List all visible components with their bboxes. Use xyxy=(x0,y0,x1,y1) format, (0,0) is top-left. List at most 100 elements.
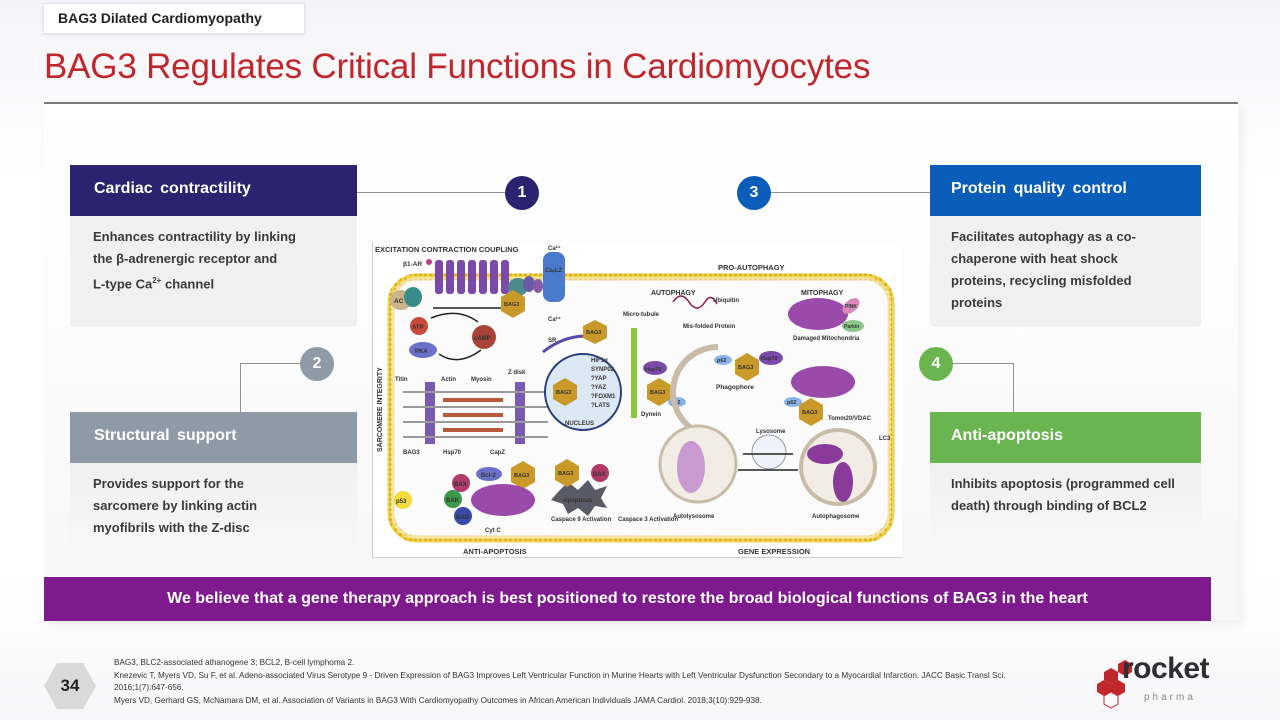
card-header: Cardiac contractility xyxy=(70,165,357,216)
label-mitophagy: MITOPHAGY xyxy=(801,290,844,297)
label-myosin: Myosin xyxy=(471,377,492,383)
label-titin: Titin xyxy=(395,377,408,383)
gene-label: ?LATS xyxy=(591,403,610,409)
label-parkin: Parkin xyxy=(844,324,859,330)
bak-protein xyxy=(444,490,462,508)
label-actin: Actin xyxy=(441,377,456,383)
nucleus xyxy=(544,353,622,431)
hexagon-cluster-icon xyxy=(1097,660,1132,709)
label-pka: PKA xyxy=(415,349,428,355)
label-bad: BAD xyxy=(456,515,470,521)
label-ca-top: Ca²⁺ xyxy=(548,245,561,252)
card-header: Protein quality control xyxy=(930,165,1201,216)
beta1-ar-receptor xyxy=(426,259,509,294)
label-sarcomere-integrity: SARCOMERE INTEGRITY xyxy=(377,367,384,452)
label-misfolded: Mis-folded Protein xyxy=(683,324,736,330)
label-nucleus: NUCLEUS xyxy=(565,421,594,427)
misfolded-protein xyxy=(672,295,718,309)
label-bax: BAX xyxy=(454,482,467,488)
card-body-line: Enhances contractility by linking xyxy=(93,229,296,244)
label-autophagosome: Autophagosome xyxy=(812,514,860,520)
number-badge-1: 1 xyxy=(505,176,539,210)
apoptosis-burst xyxy=(551,480,607,516)
page-number: 34 xyxy=(44,663,96,709)
pink-protein xyxy=(842,298,860,314)
parkin-protein xyxy=(842,320,864,332)
label-atp: ATP xyxy=(412,325,424,331)
digested-mitochondria xyxy=(677,441,705,493)
card-body: Enhances contractility by linking the β-… xyxy=(70,216,357,327)
card-header: Structural support xyxy=(70,412,357,463)
lysosome xyxy=(751,434,787,470)
camp-molecule xyxy=(472,325,496,349)
label-camp: cAMP xyxy=(474,336,491,342)
label-autophagy: AUTOPHAGY xyxy=(651,290,696,297)
superscript: 2+ xyxy=(152,276,162,285)
label-bag3: BAG3 xyxy=(586,330,601,336)
gene-label: HIF1α xyxy=(591,358,608,364)
label-cav12: CaᵥL2 xyxy=(545,268,563,274)
footnote: Knezevic T, Myers VD, Su F, et al. Adeno… xyxy=(114,670,1006,693)
label-lysosome: Lysosome xyxy=(756,429,786,435)
mitochondria xyxy=(833,462,853,502)
gene-label: ?YAZ xyxy=(591,385,606,391)
label-damaged-mito: Damaged Mitochondria xyxy=(793,336,860,342)
card-body: Inhibits apoptosis (programmed cell deat… xyxy=(930,463,1201,541)
mitochondria xyxy=(807,444,843,464)
label-b1ar: β1-AR xyxy=(403,261,422,268)
card-body-line: the β-adrenergic receptor and xyxy=(93,251,278,266)
g-alpha-s xyxy=(404,287,422,307)
g-protein-gamma xyxy=(533,279,543,293)
label-bag3-sarcomere: BAG3 xyxy=(403,450,420,456)
footnote: BAG3, BLC2-associated athanogene 3; BCL2… xyxy=(114,658,355,667)
label-casp3: Caspace 3 Activation xyxy=(618,517,678,523)
label-zdisk: Z disk xyxy=(508,370,526,376)
sarcomere xyxy=(403,382,548,444)
bax-protein xyxy=(591,464,609,482)
label-bag3: BAG3 xyxy=(650,390,665,396)
bad-protein xyxy=(454,507,472,525)
logo-subtext: pharma xyxy=(1144,692,1196,703)
bcl2-protein xyxy=(476,467,502,481)
hsp70-protein xyxy=(759,351,783,365)
g-protein-beta xyxy=(523,276,535,292)
label-bag3: BAG3 xyxy=(556,390,571,396)
label-sr: SR xyxy=(548,338,557,344)
page-title: BAG3 Regulates Critical Functions in Car… xyxy=(44,47,871,86)
connector-line xyxy=(770,192,930,193)
card-header: Anti-apoptosis xyxy=(930,412,1201,463)
connector-line xyxy=(357,192,505,193)
label-ecc: EXCITATION CONTRACTION COUPLING xyxy=(375,245,519,254)
bag3-hexagon xyxy=(511,461,535,489)
label-dynein: Dynein xyxy=(641,412,661,418)
pathway-illustration: EXCITATION CONTRACTION COUPLING PRO-AUTO… xyxy=(375,245,895,556)
label-bak: BAK xyxy=(446,498,460,504)
footnote: Myers VD, Gerhard GS, McNamara DM, et al… xyxy=(114,695,762,705)
title-divider xyxy=(44,102,1238,104)
card-structural-support: Structural support Provides support for … xyxy=(70,412,357,549)
label-bax: BAX xyxy=(593,472,606,478)
atp-molecule xyxy=(410,317,428,335)
label-casp9: Caspace 9 Activation xyxy=(551,517,611,523)
label-cytc: Cyt C xyxy=(485,528,501,534)
connector-line xyxy=(240,363,301,364)
bax-protein xyxy=(452,474,470,492)
number-badge-3: 3 xyxy=(737,176,771,210)
label-p62: p62 xyxy=(717,358,726,364)
p62-protein xyxy=(714,355,732,365)
footnotes: BAG3, BLC2-associated athanogene 3; BCL2… xyxy=(114,657,1054,707)
label-ca-bottom: Ca²⁺ xyxy=(548,316,561,323)
connector-line xyxy=(1013,363,1014,412)
label-anti-apoptosis: ANTI-APOPTOSIS xyxy=(463,547,527,556)
rocket-pharma-logo: rocket pharma xyxy=(1094,652,1224,710)
label-p53: p53 xyxy=(396,499,407,505)
label-bag3: BAG3 xyxy=(802,410,817,416)
label-bag3: BAG3 xyxy=(738,365,753,371)
card-body: Provides support for the sarcomere by li… xyxy=(70,463,357,549)
bag3-hexagon xyxy=(583,320,607,344)
section-tag: BAG3 Dilated Cardiomyopathy xyxy=(43,3,305,34)
gene-label: ?FOXM1 xyxy=(591,394,616,400)
bag3-hexagon xyxy=(555,459,579,487)
gene-label: ?YAP xyxy=(591,376,606,382)
label-bag3: BAG3 xyxy=(558,471,573,477)
